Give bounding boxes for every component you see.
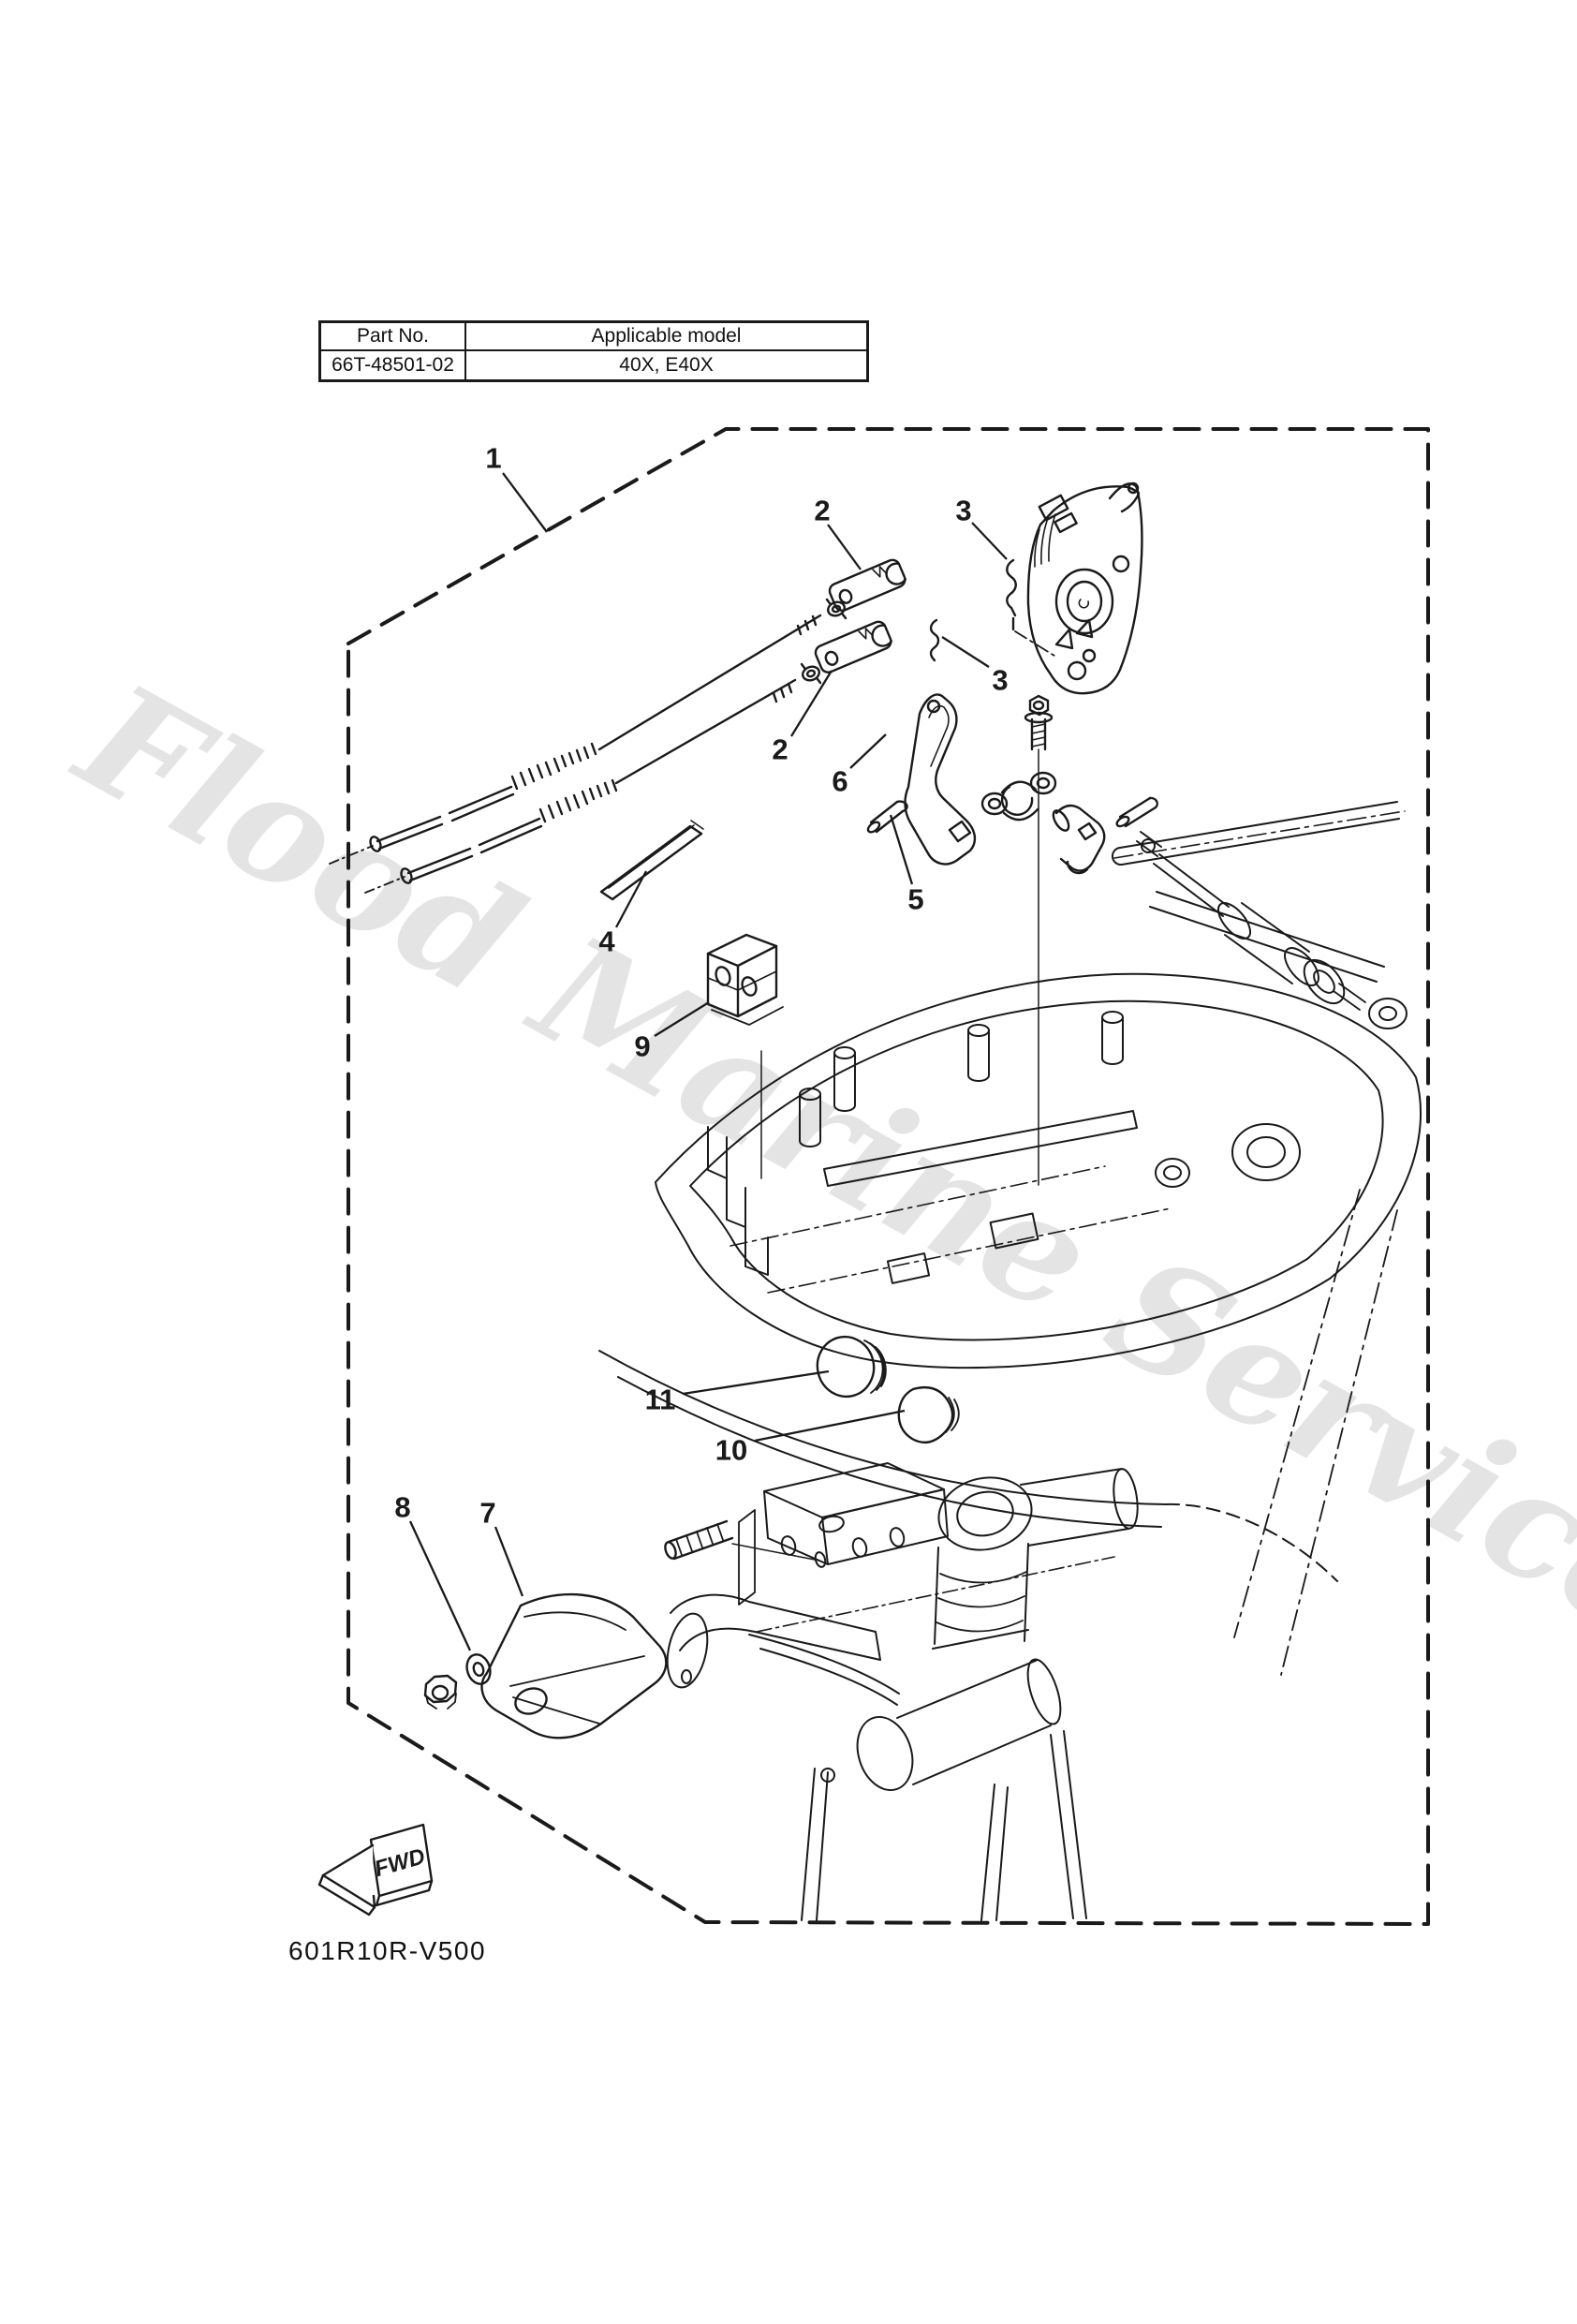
dowel-pin <box>1115 796 1158 828</box>
triangular-hole-cap-part10 <box>897 1385 960 1444</box>
washer-part8 <box>465 1653 492 1685</box>
anchor-bracket-part7 <box>480 1592 668 1739</box>
grommet-plate-part4 <box>599 820 704 901</box>
callout-label-8: 8 <box>394 1491 410 1524</box>
callout-leader-line <box>408 1520 472 1651</box>
callout-label-5: 5 <box>907 883 923 916</box>
callout-label-9: 9 <box>634 1030 650 1063</box>
mount-block-part9 <box>706 933 784 1179</box>
callout-label-2: 2 <box>772 733 788 766</box>
callout-leader-line <box>502 472 548 533</box>
callout-layer: 1 2 2 3 3 4 5 6 7 8 9 10 11 <box>394 442 1009 1651</box>
watermark: Flood Marine Services <box>50 648 1577 1712</box>
callout-leader-line <box>494 1526 524 1597</box>
callout-leader-line <box>682 1369 830 1396</box>
callout-leader-line <box>889 814 914 885</box>
cable-clamp-part2-upper <box>828 558 907 612</box>
cable-holder-clamp <box>980 771 1057 822</box>
callout-leader-line <box>614 870 648 928</box>
outboard-midsection <box>598 801 1422 1676</box>
cam-bolt <box>1024 694 1054 1186</box>
callout-leader-line <box>827 524 862 570</box>
callout-label-4: 4 <box>598 925 615 958</box>
callout-leader-line <box>941 636 990 668</box>
callout-label-2: 2 <box>814 495 830 527</box>
callout-label-3: 3 <box>955 495 971 527</box>
part-no-value: 66T-48501-02 <box>321 351 466 379</box>
callout-label-10: 10 <box>715 1434 747 1467</box>
callout-label-3: 3 <box>992 664 1008 697</box>
callout-leader-line <box>971 522 1008 560</box>
throttle-cam-bracket <box>1026 481 1143 695</box>
lower-mount-assembly <box>666 1462 1139 1921</box>
clevis-pin-part5 <box>866 800 908 834</box>
cable-end-swivel <box>1052 804 1106 875</box>
threaded-stud <box>664 1509 820 1606</box>
part-number-table: Part No. Applicable model 66T-48501-02 4… <box>318 320 869 382</box>
callout-leader-line <box>790 670 833 737</box>
cable-adjust-nut <box>800 662 822 685</box>
fwd-direction-arrow <box>317 1823 434 1917</box>
callout-label-11: 11 <box>645 1384 676 1416</box>
table-header-row: Part No. Applicable model <box>321 323 866 351</box>
applicable-model-value: 40X, E40X <box>619 354 714 376</box>
callout-label-7: 7 <box>479 1497 495 1530</box>
spring-clip-part3 <box>1006 558 1055 657</box>
drawing-code: 601R10R-V500 <box>288 1936 486 1965</box>
callout-label-6: 6 <box>832 765 847 798</box>
col-header-part-no: Part No. <box>321 323 466 349</box>
col-header-applicable-model: Applicable model <box>591 325 742 347</box>
shift-lever-part6 <box>904 693 977 866</box>
callout-leader-line <box>754 1409 906 1443</box>
round-hole-cap-part11 <box>816 1335 887 1399</box>
cable-clamp-part2-lower <box>814 620 893 674</box>
callout-leader-line <box>654 1001 710 1037</box>
table-data-row: 66T-48501-02 40X, E40X <box>321 351 866 379</box>
callout-leader-line <box>849 733 887 769</box>
spring-clip-part3 <box>929 618 940 662</box>
kit-boundary-dashed-border <box>346 427 1430 1926</box>
callout-label-1: 1 <box>485 442 501 475</box>
lock-nut <box>423 1674 458 1710</box>
